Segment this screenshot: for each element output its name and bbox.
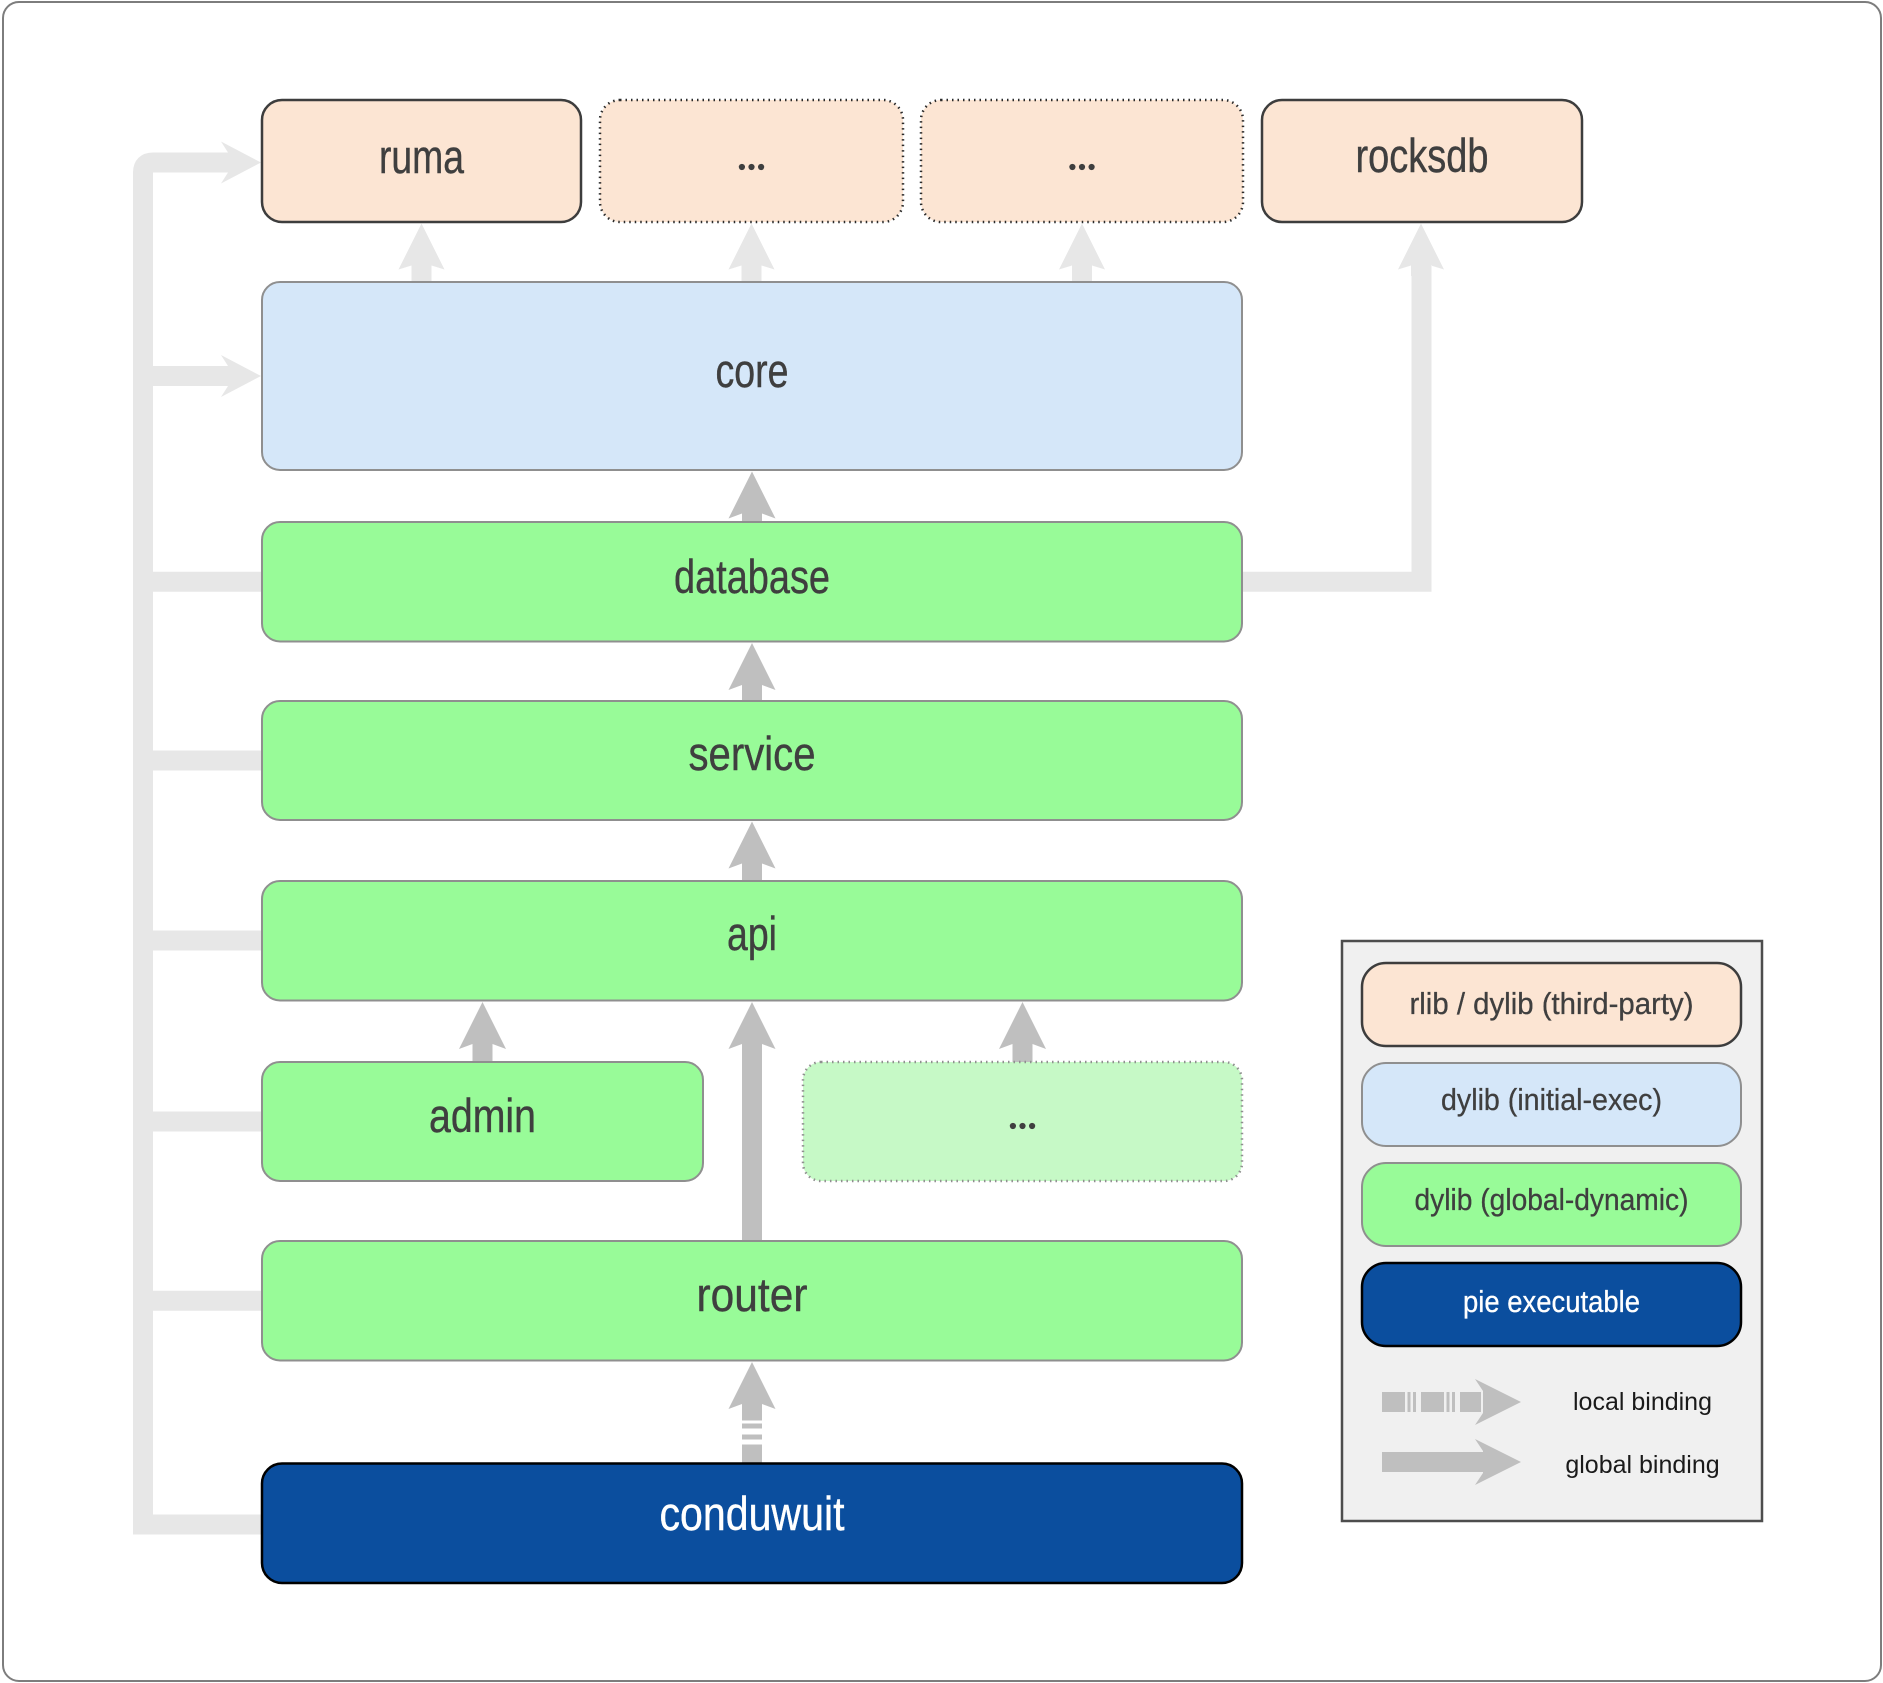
svg-text:router: router bbox=[697, 1268, 808, 1321]
svg-text:admin: admin bbox=[429, 1089, 536, 1142]
svg-text:api: api bbox=[727, 907, 777, 960]
svg-text:global binding: global binding bbox=[1565, 1451, 1719, 1479]
svg-text:conduwuit: conduwuit bbox=[660, 1487, 845, 1540]
svg-text:service: service bbox=[689, 727, 816, 780]
svg-text:pie executable: pie executable bbox=[1463, 1284, 1640, 1319]
svg-text:core: core bbox=[716, 344, 789, 397]
svg-text:dylib (initial-exec): dylib (initial-exec) bbox=[1441, 1082, 1662, 1117]
svg-text:dylib (global-dynamic): dylib (global-dynamic) bbox=[1415, 1182, 1689, 1217]
svg-text:rlib / dylib (third-party): rlib / dylib (third-party) bbox=[1410, 986, 1694, 1021]
svg-text:rocksdb: rocksdb bbox=[1356, 129, 1489, 182]
svg-text:database: database bbox=[674, 550, 830, 603]
svg-text:ruma: ruma bbox=[379, 130, 465, 183]
svg-text:local binding: local binding bbox=[1573, 1388, 1712, 1416]
